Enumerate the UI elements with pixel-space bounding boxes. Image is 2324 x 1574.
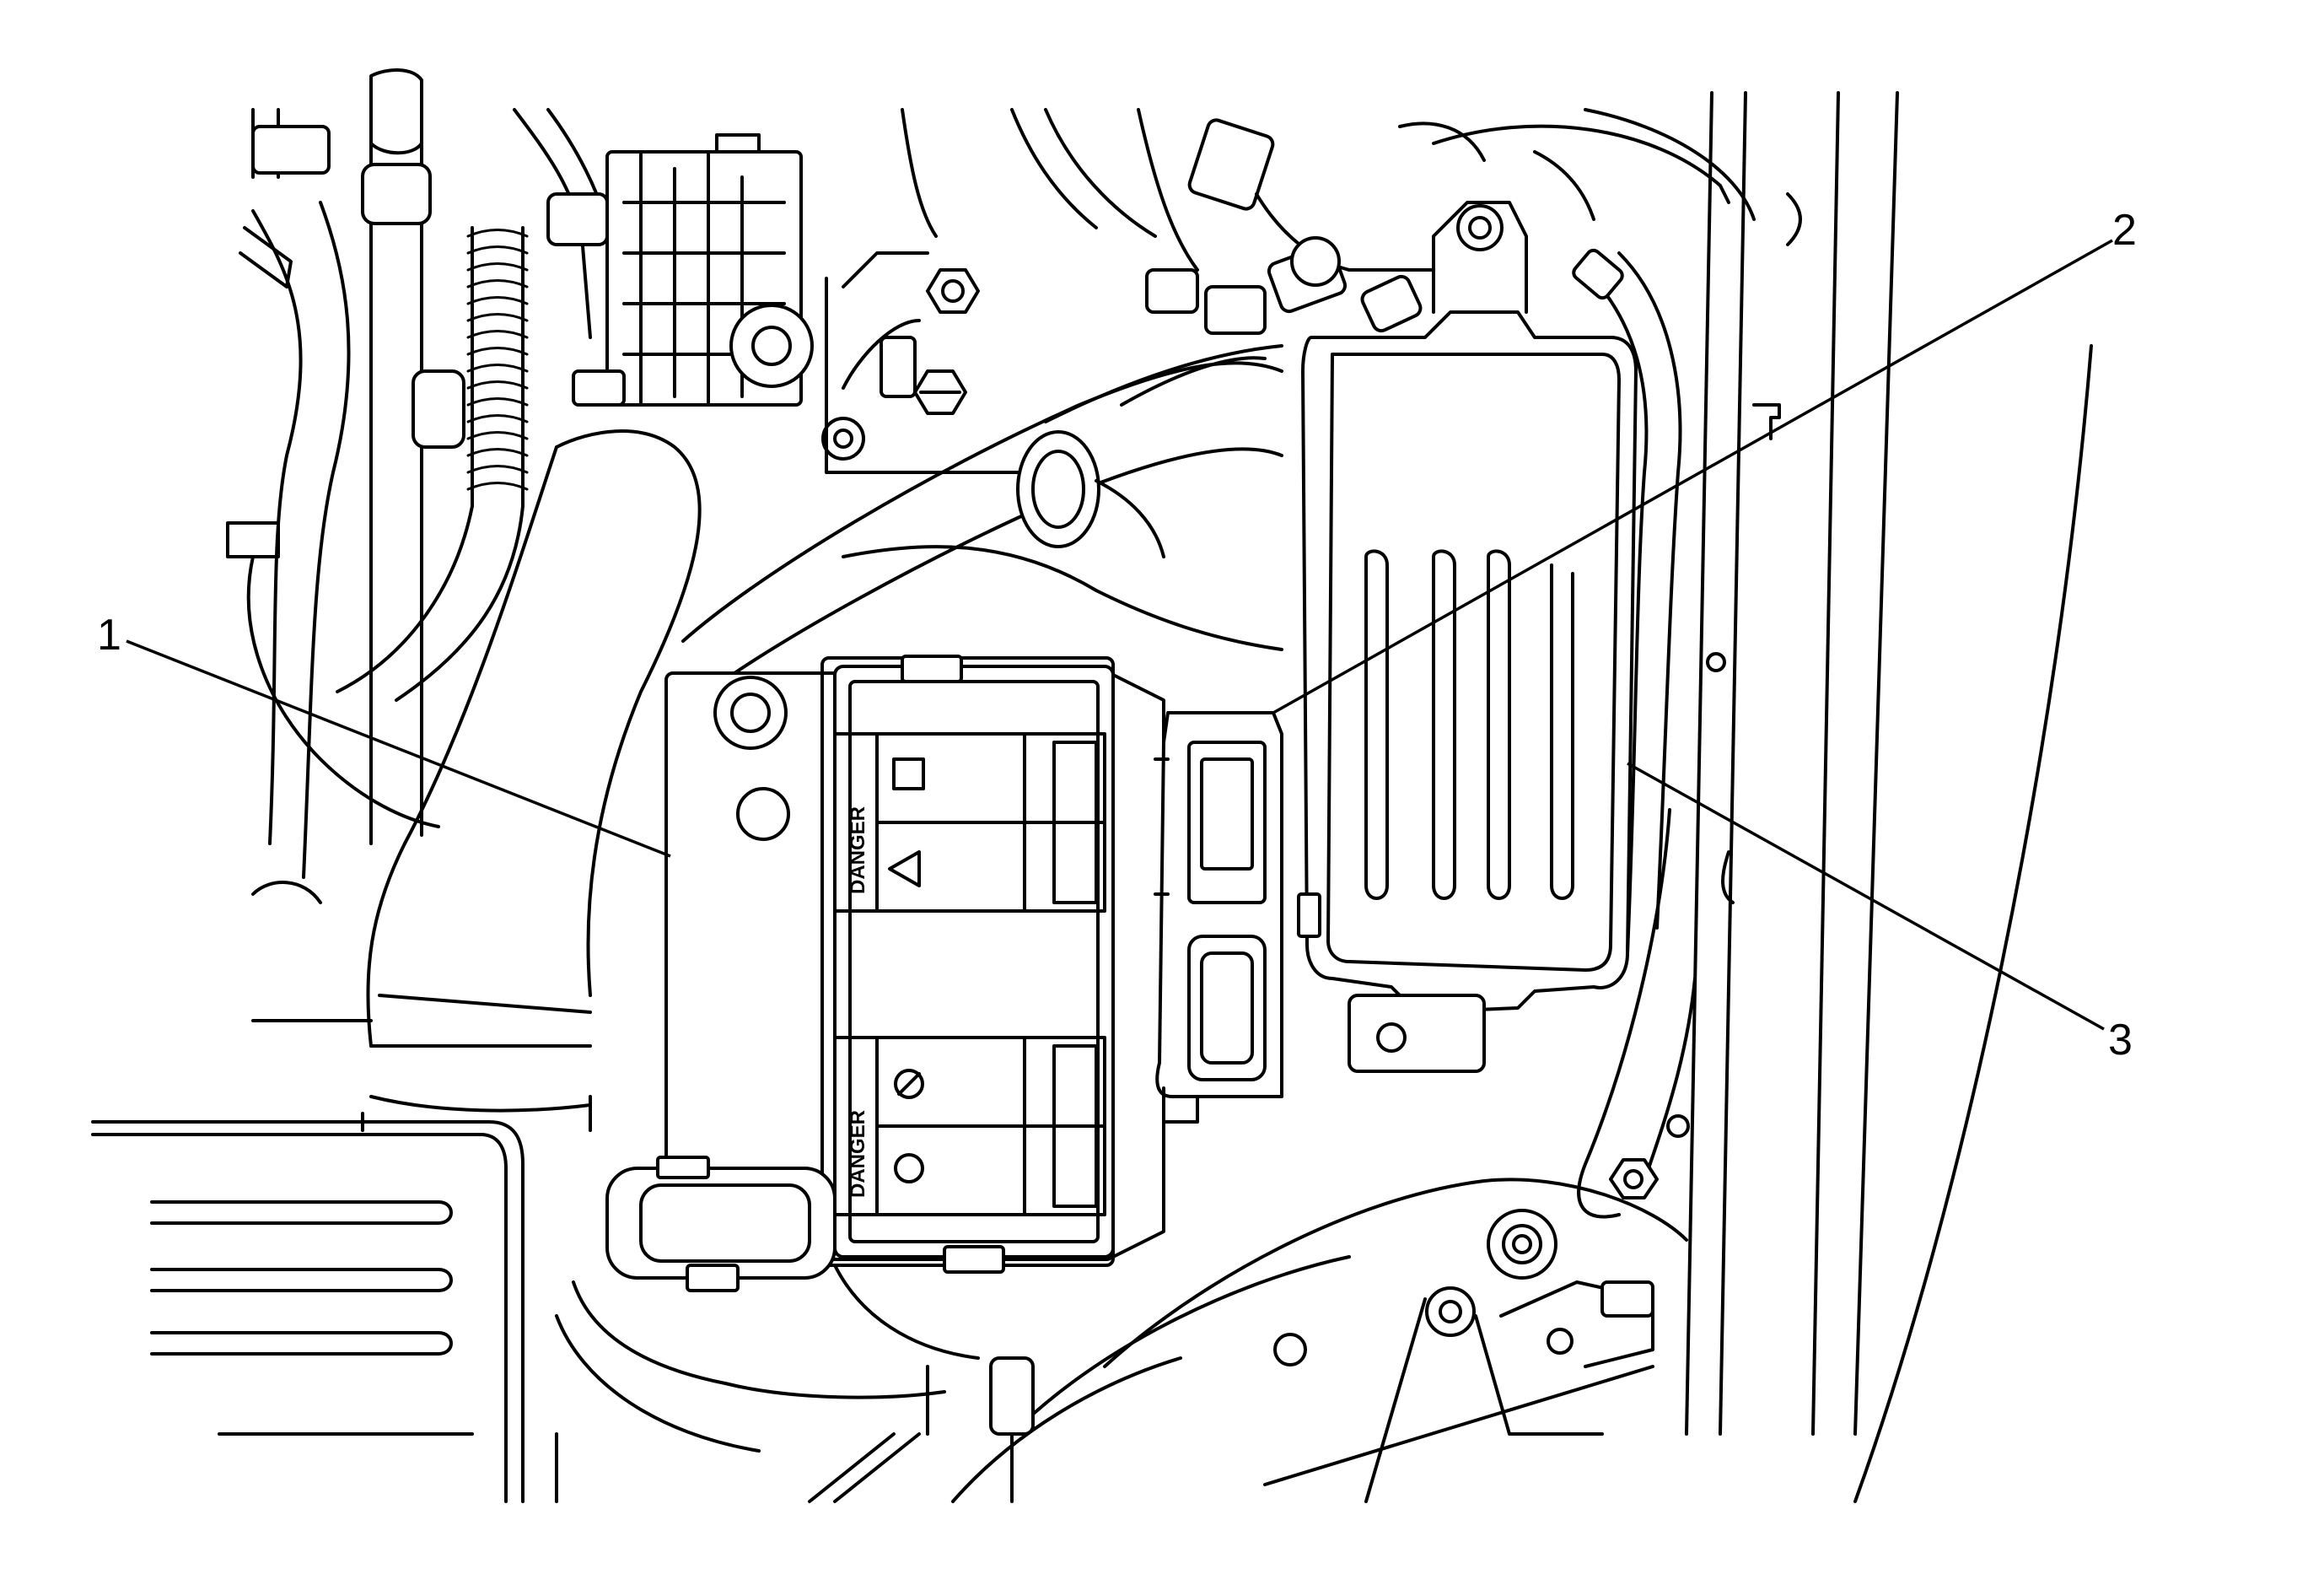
callout-leaders: [126, 239, 2113, 1031]
fuse-block: [1154, 711, 1283, 1124]
upper-right-harness: [901, 108, 1435, 423]
underhood-fuse-box: [1297, 121, 1682, 1073]
upper-left-hoses: [226, 68, 529, 904]
intake-tube: [681, 356, 1283, 693]
lower-right-bracket: [808, 1178, 1688, 1503]
battery: DANGER DANGER: [664, 655, 1165, 1274]
upper-center-components: [513, 108, 1056, 474]
harness-connector: [555, 1156, 980, 1453]
danger-label-bottom: DANGER: [847, 1110, 869, 1198]
callout-3: 3: [2108, 1016, 2133, 1065]
callout-1: 1: [97, 611, 121, 660]
callout-2: 2: [2112, 206, 2137, 255]
air-cleaner-box: [91, 1120, 558, 1503]
danger-label-top: DANGER: [847, 806, 869, 894]
air-intake-duct: [251, 429, 702, 1132]
right-body-panel: [1432, 91, 2093, 1503]
